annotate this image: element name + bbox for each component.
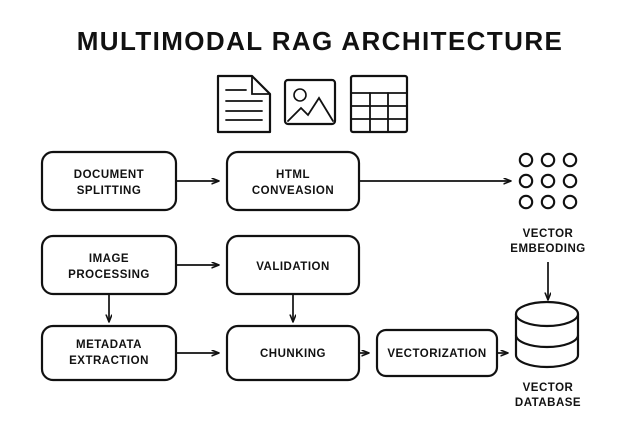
node-image-processing-line2: PROCESSING [68,269,150,281]
node-metadata-extraction-line2: EXTRACTION [69,355,149,367]
image-icon [283,78,337,126]
vector-database-label-line1: VECTOR [523,382,574,394]
vector-database-label-line2: DATABASE [515,397,581,409]
node-chunking[interactable]: CHUNKING [225,324,361,382]
vector-embedding-label-line1: VECTOR [523,228,574,240]
node-chunking-line1: CHUNKING [260,348,326,360]
document-icon [216,74,272,134]
node-validation-line1: VALIDATION [256,261,330,273]
node-document-splitting-line1: DOCUMENT [74,169,144,181]
page-title: MULTIMODAL RAG ARCHITECTURE [77,26,564,56]
node-vectorization-line1: VECTORIZATION [387,348,486,360]
vector-database-cylinder [514,300,580,369]
node-validation[interactable]: VALIDATION [225,234,361,296]
node-image-processing-line1: IMAGE [89,253,129,265]
node-document-splitting-line2: SPLITTING [77,185,142,197]
node-html-conveasion[interactable]: HTML CONVEASION [225,150,361,212]
node-html-conveasion-line2: CONVEASION [252,185,334,197]
vector-embedding-dots [518,152,578,210]
node-document-splitting[interactable]: DOCUMENT SPLITTING [40,150,178,212]
node-html-conveasion-line1: HTML [276,169,310,181]
node-metadata-extraction[interactable]: METADATA EXTRACTION [40,324,178,382]
node-image-processing[interactable]: IMAGE PROCESSING [40,234,178,296]
table-icon [349,74,409,134]
node-vectorization[interactable]: VECTORIZATION [375,328,499,378]
vector-embedding-label-line2: EMBEODING [510,243,585,255]
node-metadata-extraction-line1: METADATA [76,339,142,351]
